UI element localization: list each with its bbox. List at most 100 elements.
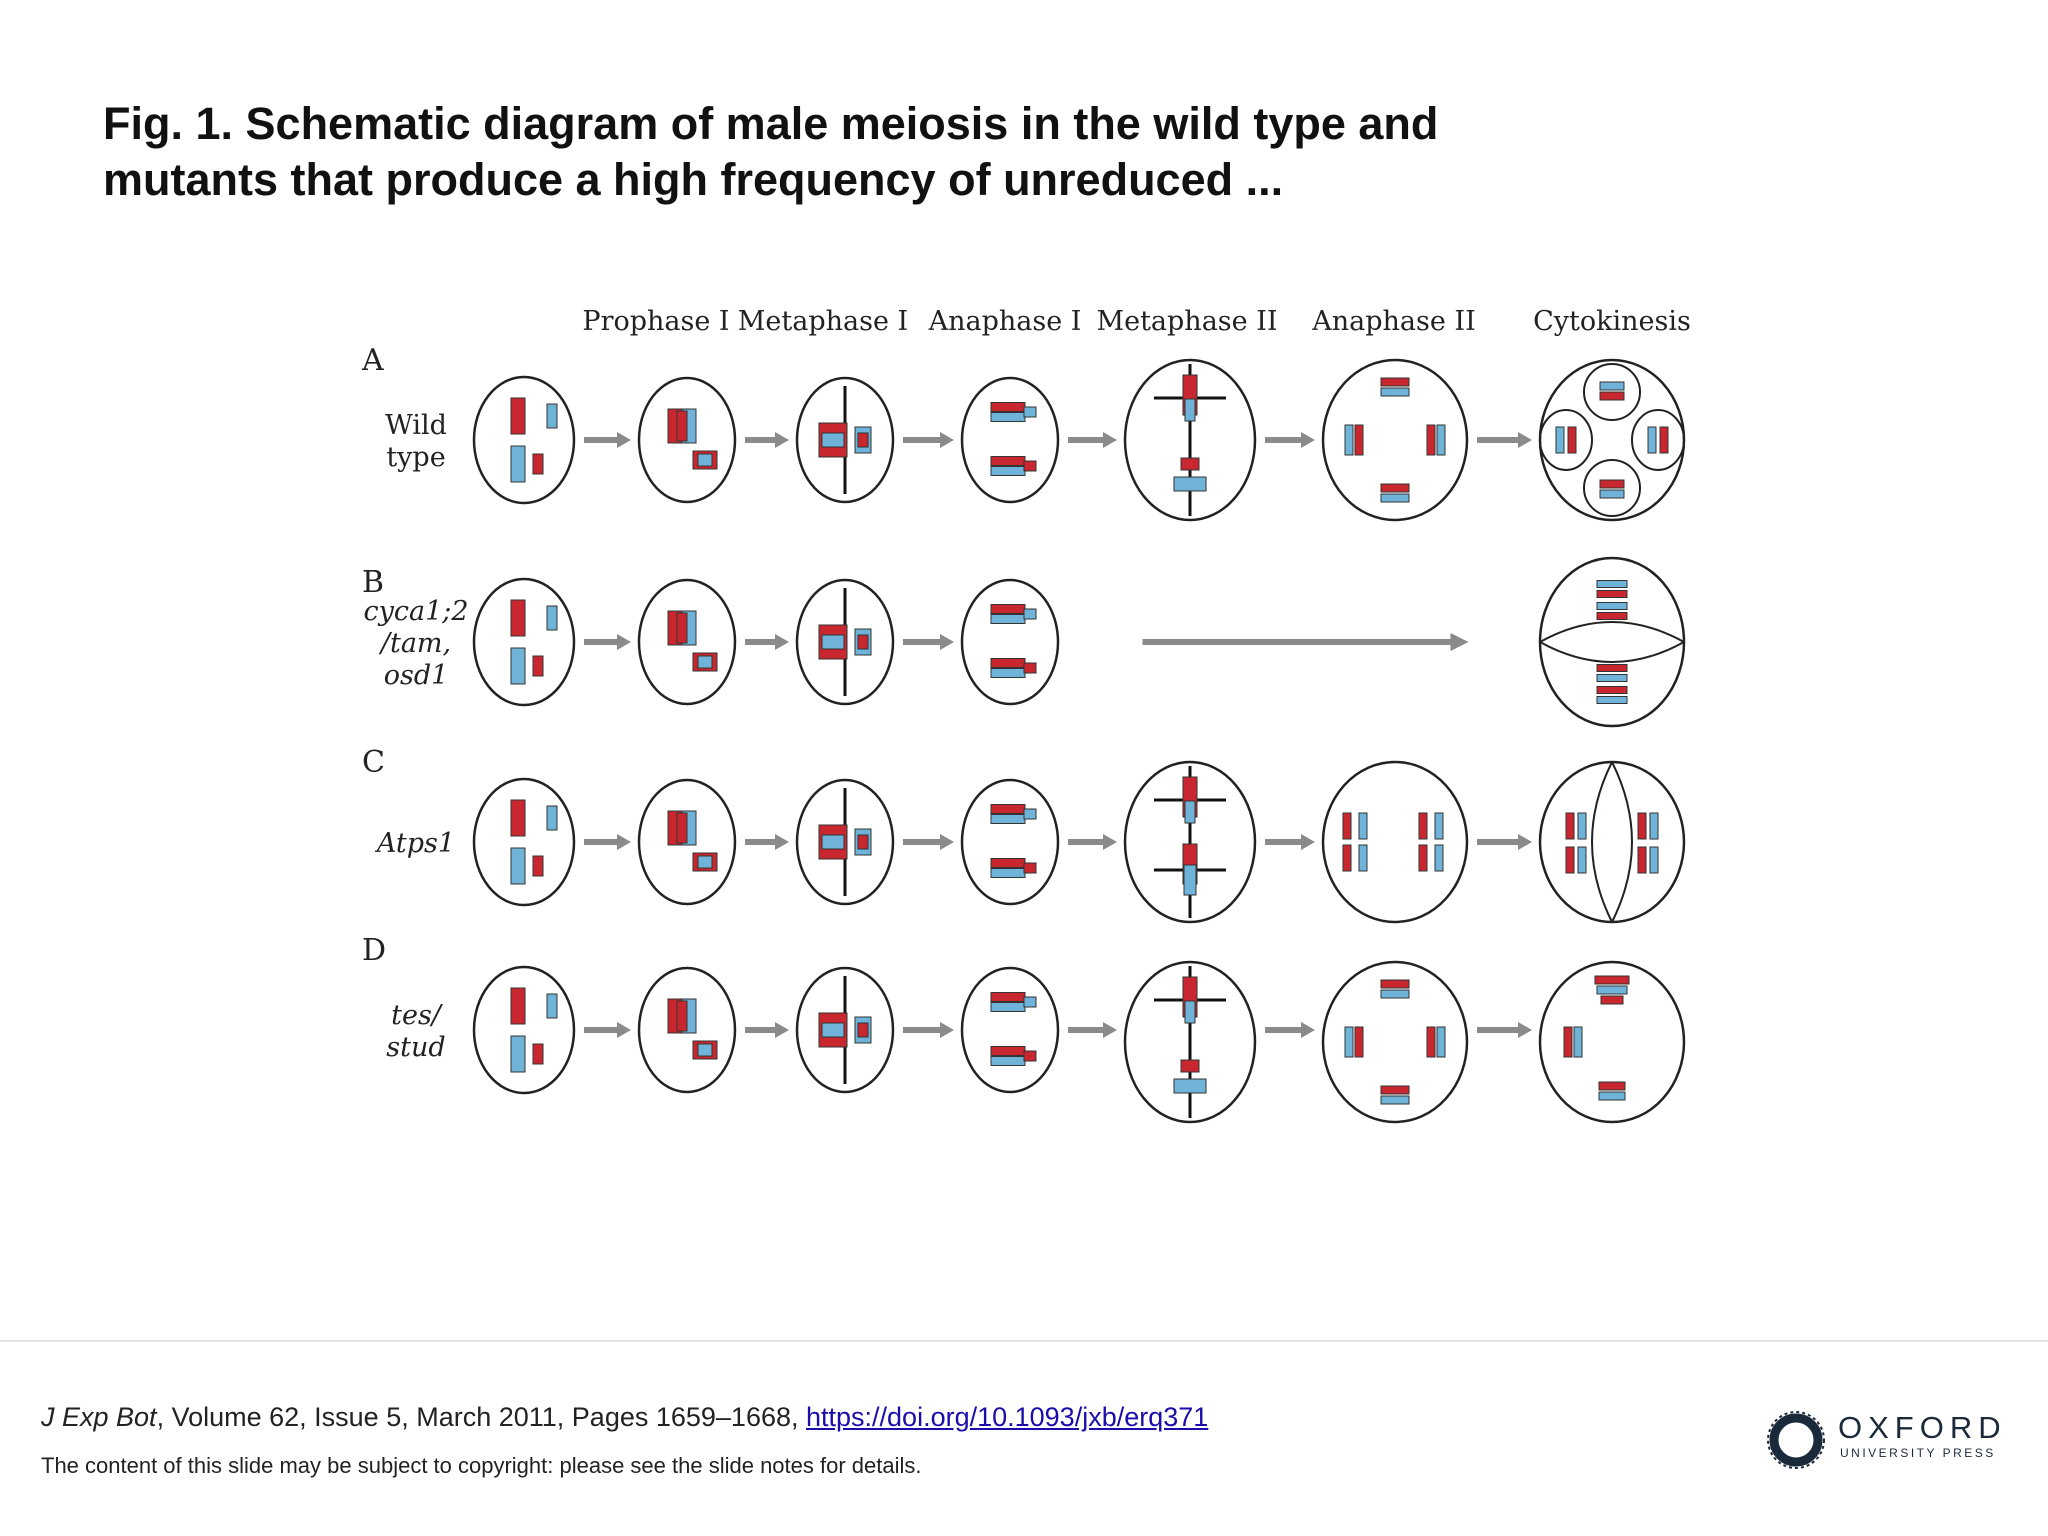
- citation: J Exp Bot, Volume 62, Issue 5, March 201…: [41, 1402, 1208, 1433]
- blue-chromosome: [1598, 1091, 1626, 1101]
- row-name: type: [386, 442, 445, 473]
- red-chromosome: [1599, 391, 1625, 401]
- arrow-head: [940, 834, 954, 850]
- red-chromosome: [1380, 483, 1410, 493]
- cell-outline: [960, 966, 1060, 1094]
- blue-chromosome: [510, 647, 526, 685]
- red-chromosome: [990, 992, 1026, 1002]
- blue-chromosome: [1599, 381, 1625, 391]
- red-chromosome: [1023, 862, 1037, 874]
- daughter-cell: [1539, 409, 1593, 471]
- cell-outline: [1321, 760, 1469, 924]
- red-chromosome: [990, 456, 1026, 466]
- blue-chromosome: [510, 445, 526, 483]
- blue-chromosome: [1647, 426, 1657, 454]
- arrow-head: [1103, 432, 1117, 448]
- figure-caption-text: Schematic diagram of male meiosis in the…: [103, 98, 1439, 205]
- red-chromosome: [532, 855, 544, 877]
- cell-m2: [1123, 358, 1257, 522]
- row-name: stud: [386, 1032, 445, 1063]
- cell-m0: [472, 375, 576, 505]
- red-chromosome: [1596, 664, 1628, 672]
- daughter-cell: [1583, 363, 1641, 421]
- red-chromosome: [1180, 1059, 1200, 1073]
- cell-division-line: [1539, 621, 1685, 643]
- cell-m2: [1123, 960, 1257, 1124]
- blue-chromosome: [1023, 996, 1037, 1008]
- oxford-logo-name: OXFORD: [1838, 1410, 2007, 1445]
- blue-chromosome: [1380, 989, 1410, 999]
- red-chromosome: [1637, 846, 1647, 874]
- red-chromosome: [857, 1022, 869, 1038]
- red-chromosome: [1659, 426, 1669, 454]
- red-chromosome: [1342, 812, 1352, 840]
- red-chromosome: [510, 799, 526, 837]
- stage-label: Metaphase II: [1096, 306, 1277, 337]
- blue-chromosome: [1380, 1095, 1410, 1105]
- cell-outline: [960, 578, 1060, 706]
- blue-chromosome: [1380, 493, 1410, 503]
- cell-outline: [1321, 960, 1469, 1124]
- row-name: Wild: [385, 410, 447, 441]
- blue-chromosome: [990, 814, 1026, 824]
- arrow-head: [1103, 1022, 1117, 1038]
- row-name: osd1: [384, 660, 449, 691]
- oxford-logo: OXFORD UNIVERSITY PRESS: [1767, 1410, 2007, 1469]
- red-chromosome: [1426, 1026, 1436, 1058]
- cell-outline: [472, 577, 576, 707]
- red-chromosome: [1418, 812, 1428, 840]
- blue-chromosome: [546, 403, 558, 429]
- blue-chromosome: [1436, 1026, 1446, 1058]
- red-chromosome: [1380, 979, 1410, 989]
- red-chromosome: [1342, 844, 1352, 872]
- red-chromosome: [676, 612, 688, 644]
- blue-chromosome: [1184, 398, 1196, 422]
- copyright-notice: The content of this slide may be subject…: [41, 1453, 922, 1478]
- blue-chromosome: [990, 466, 1026, 476]
- cell-m0: [472, 965, 576, 1095]
- doi-link[interactable]: https://doi.org/10.1093/jxb/erq371: [806, 1402, 1209, 1432]
- red-chromosome: [1565, 846, 1575, 874]
- blue-chromosome: [1380, 387, 1410, 397]
- daughter-cell: [1583, 459, 1641, 517]
- cell-m1: [795, 578, 895, 706]
- blue-chromosome: [697, 1043, 713, 1057]
- blue-chromosome: [990, 1056, 1026, 1066]
- blue-chromosome: [1573, 1026, 1583, 1058]
- cell-p1: [637, 578, 737, 706]
- cell-a1: [960, 778, 1060, 906]
- blue-chromosome: [1436, 424, 1446, 456]
- red-chromosome: [1596, 612, 1628, 620]
- stage-label: Cytokinesis: [1533, 306, 1691, 337]
- cell-p1: [637, 778, 737, 906]
- row-name: Atps1: [374, 828, 455, 859]
- cell-outline: [960, 376, 1060, 504]
- red-chromosome: [1354, 1026, 1364, 1058]
- blue-chromosome: [1023, 406, 1037, 418]
- red-chromosome: [676, 1000, 688, 1032]
- blue-chromosome: [821, 432, 845, 448]
- arrow-head: [940, 1022, 954, 1038]
- arrow-head: [1301, 834, 1315, 850]
- blue-chromosome: [1173, 476, 1207, 492]
- red-chromosome: [1023, 460, 1037, 472]
- cell-outline: [1538, 760, 1686, 924]
- cell-line: [1142, 633, 1469, 651]
- footer-divider: [0, 1340, 2048, 1342]
- blue-chromosome: [990, 668, 1026, 678]
- cell-m1: [795, 376, 895, 504]
- red-chromosome: [1594, 975, 1630, 985]
- blue-chromosome: [546, 993, 558, 1019]
- blue-chromosome: [1023, 608, 1037, 620]
- red-chromosome: [990, 658, 1026, 668]
- red-chromosome: [532, 1043, 544, 1065]
- red-chromosome: [1354, 424, 1364, 456]
- red-chromosome: [1596, 686, 1628, 694]
- cell-outline: [1538, 960, 1686, 1124]
- blue-chromosome: [510, 1035, 526, 1073]
- blue-chromosome: [1344, 1026, 1354, 1058]
- cell-p1: [637, 966, 737, 1094]
- red-chromosome: [990, 402, 1026, 412]
- blue-chromosome: [510, 847, 526, 885]
